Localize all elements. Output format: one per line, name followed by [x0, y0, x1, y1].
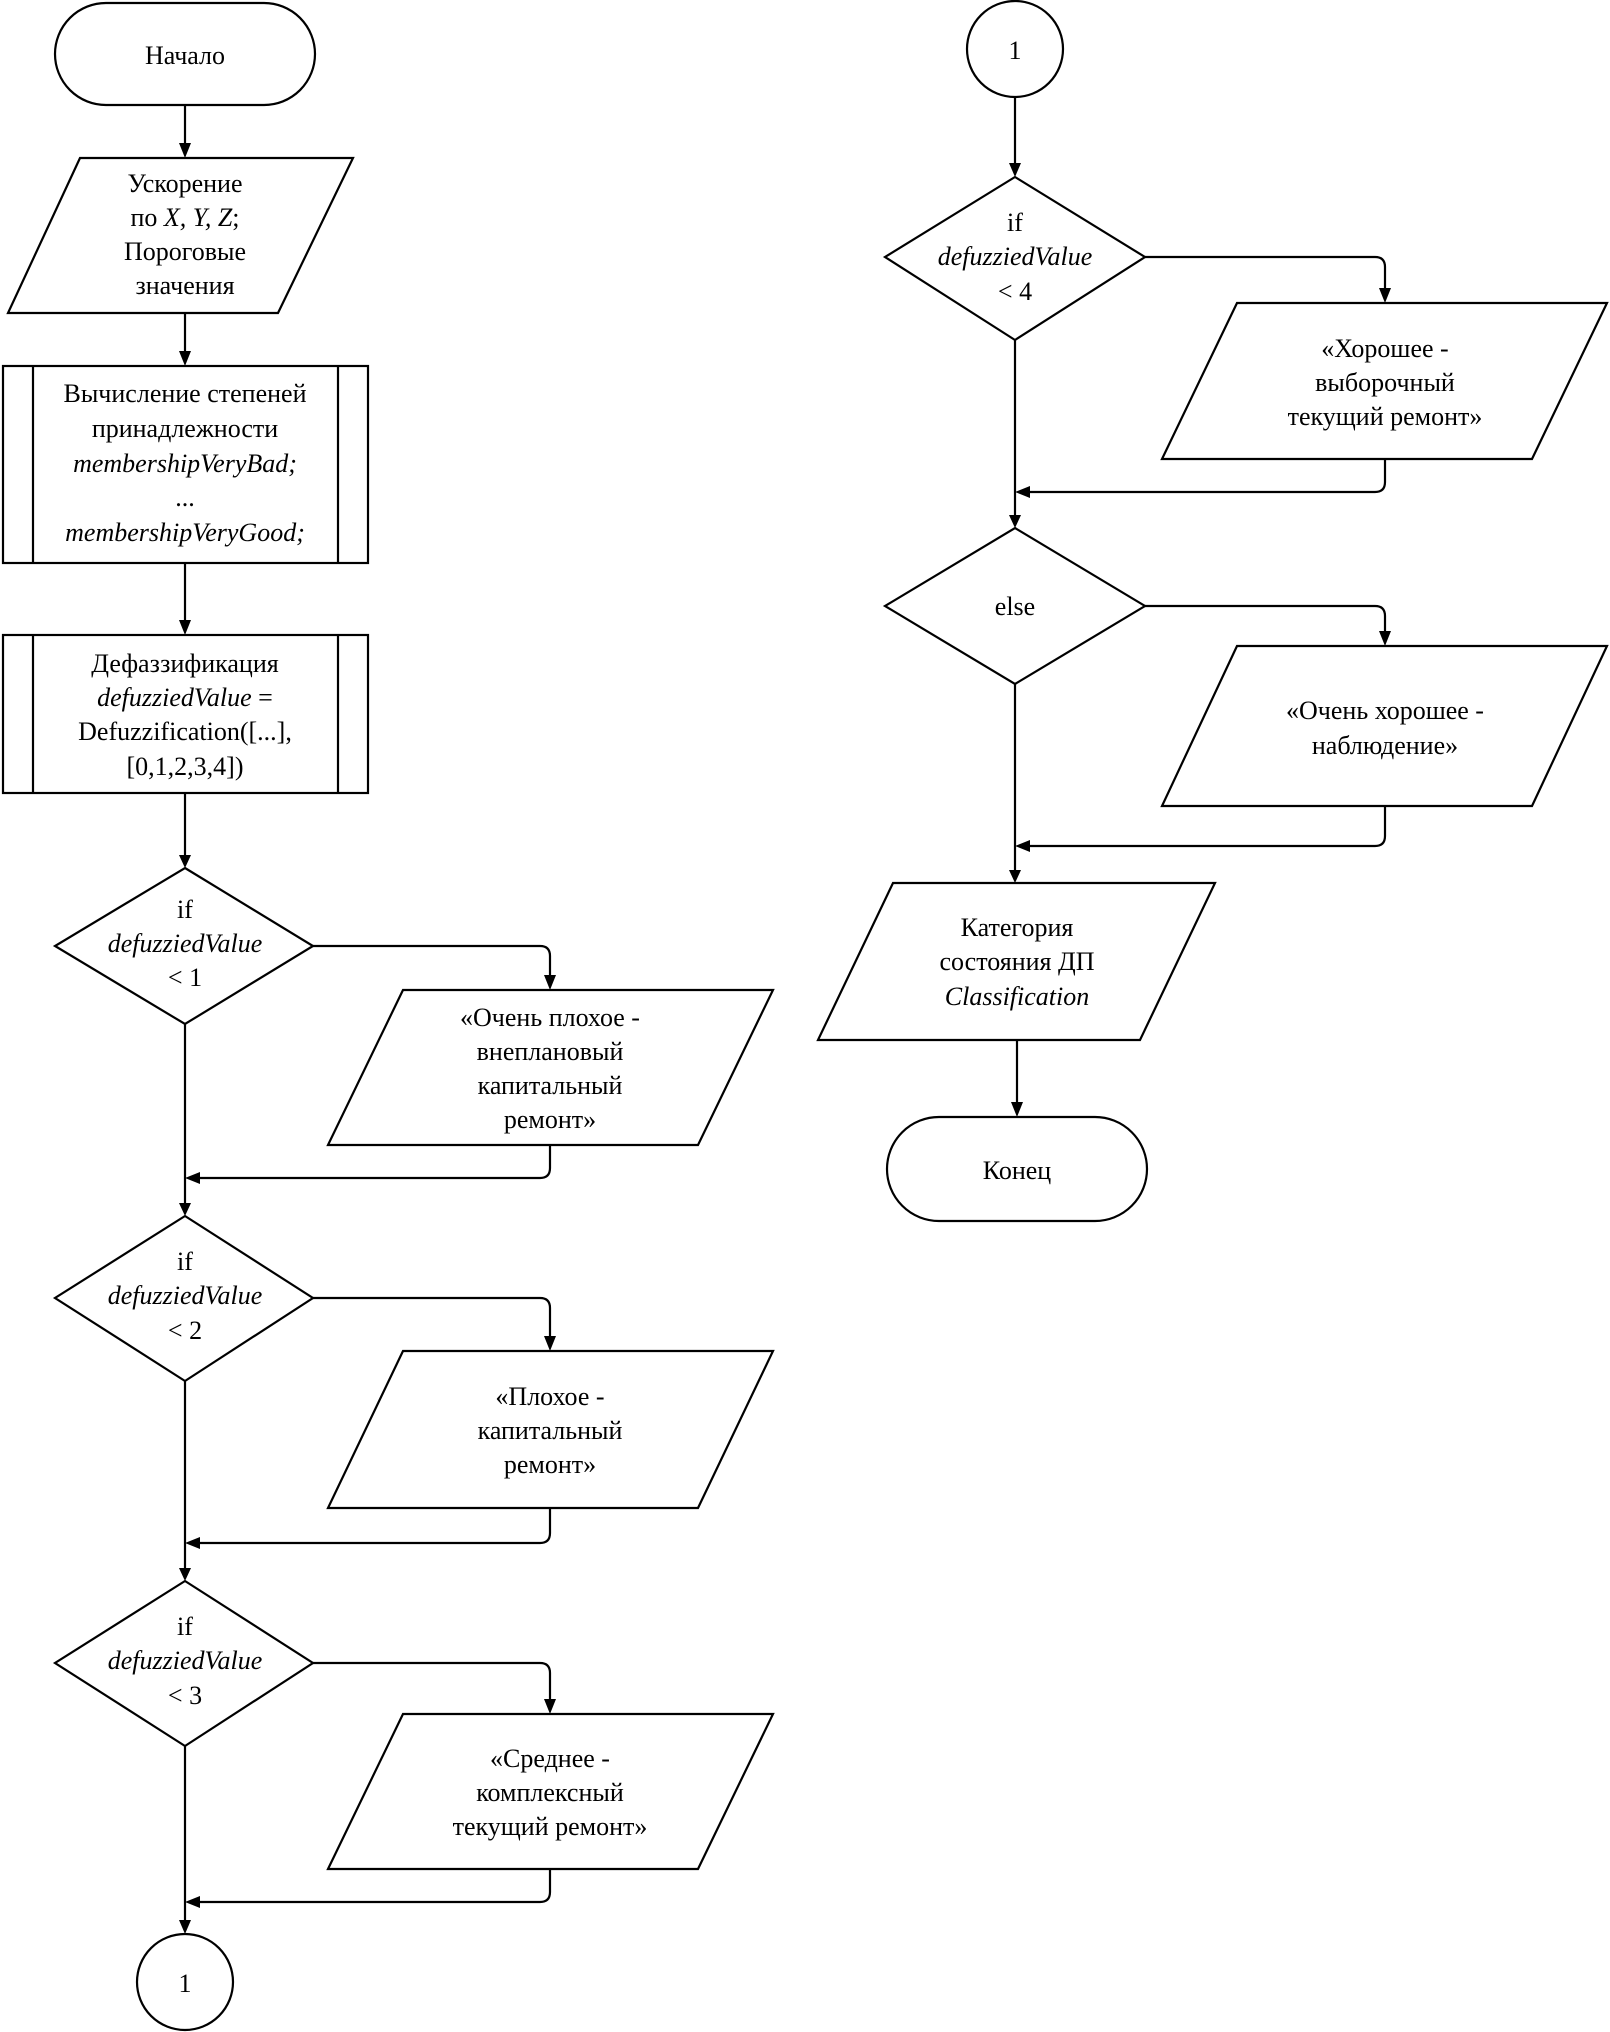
decision-3-condition: < 3 — [168, 1681, 202, 1710]
defuzz-line-3: Defuzzification([...], — [78, 717, 292, 746]
membership-line-3: membershipVeryBad; — [73, 449, 297, 478]
arrow-decision-2-to-output-2 — [313, 1296, 556, 1351]
output-1-line-1: «Очень плохое - — [460, 1003, 640, 1032]
membership-process-block: Вычисление степеней принадлежности membe… — [1, 364, 370, 565]
arrow-decision-1-to-decision-2 — [179, 1024, 191, 1216]
membership-line-2: принадлежности — [92, 414, 278, 443]
connector-in-label: 1 — [1009, 36, 1022, 65]
decision-2-keyword: if — [177, 1247, 193, 1276]
decision-1-variable: defuzziedValue — [108, 929, 263, 958]
defuzz-process-block: Дефаззификация defuzziedValue = Defuzzif… — [1, 633, 370, 795]
result-line-2: состояния ДП — [939, 947, 1094, 976]
output-1-line-2: внеплановый — [477, 1037, 624, 1066]
arrow-connector-to-decision-4 — [1009, 97, 1021, 177]
arrow-input-to-membership — [179, 313, 191, 366]
end-label: Конец — [983, 1156, 1052, 1185]
decision-1-condition: < 1 — [168, 963, 202, 992]
arrow-else-to-result — [1009, 684, 1021, 883]
arrow-defuzz-to-decision-1 — [179, 793, 191, 868]
result-line-1: Категория — [961, 913, 1074, 942]
result-line-3: Classification — [945, 982, 1089, 1011]
decision-else-keyword: else — [995, 592, 1035, 621]
decision-3-variable: defuzziedValue — [108, 1646, 263, 1675]
decision-2-variable: defuzziedValue — [108, 1281, 263, 1310]
output-2-line-1: «Плохое - — [495, 1382, 604, 1411]
arrow-decision-4-to-output-4 — [1145, 255, 1391, 303]
decision-4-keyword: if — [1007, 208, 1023, 237]
arrow-result-to-end — [1011, 1040, 1023, 1117]
decision-2: if defuzziedValue < 2 — [52, 1214, 316, 1383]
output-3-line-2: комплексный — [476, 1778, 624, 1807]
connector-out-label: 1 — [179, 1969, 192, 1998]
input-line-2: по X, Y, Z; — [130, 203, 239, 232]
output-4-line-2: выборочный — [1315, 368, 1455, 397]
arrow-decision-3-to-output-3 — [313, 1661, 556, 1714]
input-acceleration-block: Ускорение по X, Y, Z; Пороговые значения — [6, 156, 355, 315]
output-3-line-1: «Среднее - — [490, 1744, 610, 1773]
decision-2-condition: < 2 — [168, 1316, 202, 1345]
arrow-output-1-return — [185, 1145, 552, 1184]
arrow-output-3-return — [185, 1869, 552, 1908]
arrow-output-2-return — [185, 1508, 552, 1549]
output-1-line-4: ремонт» — [504, 1105, 596, 1134]
decision-else: else — [882, 526, 1148, 686]
output-2-line-2: капитальный — [478, 1416, 623, 1445]
output-4-block: «Хорошее - выборочный текущий ремонт» — [1160, 301, 1609, 461]
decision-1-keyword: if — [177, 895, 193, 924]
output-5-block: «Очень хорошее - наблюдение» — [1160, 644, 1609, 808]
output-4-line-3: текущий ремонт» — [1288, 402, 1483, 431]
decision-3: if defuzziedValue < 3 — [52, 1579, 316, 1748]
start-label: Начало — [145, 41, 225, 70]
result-classification-block: Категория состояния ДП Classification — [816, 881, 1217, 1042]
decision-4-variable: defuzziedValue — [938, 242, 1093, 271]
membership-line-4: ... — [175, 483, 195, 512]
decision-3-keyword: if — [177, 1612, 193, 1641]
arrow-decision-4-to-else — [1009, 340, 1021, 528]
output-2-line-3: ремонт» — [504, 1450, 596, 1479]
start-terminator: Начало — [53, 1, 317, 107]
input-line-3: Пороговые — [124, 237, 246, 266]
defuzz-line-1: Дефаззификация — [91, 649, 278, 678]
connector-in: 1 — [965, 0, 1065, 99]
decision-4: if defuzziedValue < 4 — [882, 175, 1148, 342]
output-3-block: «Среднее - комплексный текущий ремонт» — [326, 1712, 775, 1871]
decision-1: if defuzziedValue < 1 — [52, 866, 316, 1026]
arrow-decision-1-to-output-1 — [313, 944, 556, 990]
membership-line-5: membershipVeryGood; — [65, 518, 305, 547]
end-terminator: Конец — [885, 1115, 1149, 1223]
connector-out: 1 — [135, 1932, 235, 2032]
decision-4-condition: < 4 — [998, 277, 1032, 306]
arrow-output-4-return — [1015, 459, 1387, 498]
arrow-decision-2-to-decision-3 — [179, 1381, 191, 1581]
input-line-1: Ускорение — [127, 169, 242, 198]
output-5-line-1: «Очень хорошее - — [1286, 696, 1484, 725]
arrow-start-to-input — [179, 105, 191, 158]
arrow-membership-to-defuzz — [179, 563, 191, 635]
output-1-block: «Очень плохое - внеплановый капитальный … — [326, 988, 775, 1147]
membership-line-1: Вычисление степеней — [64, 379, 307, 408]
output-5-line-2: наблюдение» — [1312, 731, 1458, 760]
output-4-line-1: «Хорошее - — [1321, 334, 1448, 363]
defuzz-line-4: [0,1,2,3,4]) — [127, 752, 244, 781]
arrow-decision-3-to-connector — [179, 1746, 191, 1934]
output-1-line-3: капитальный — [478, 1071, 623, 1100]
arrow-else-to-output-5 — [1145, 604, 1391, 646]
arrow-output-5-return — [1015, 806, 1387, 852]
defuzz-line-2: defuzziedValue = — [97, 683, 273, 712]
input-line-4: значения — [135, 271, 234, 300]
output-3-line-3: текущий ремонт» — [453, 1812, 648, 1841]
output-2-block: «Плохое - капитальный ремонт» — [326, 1349, 775, 1510]
